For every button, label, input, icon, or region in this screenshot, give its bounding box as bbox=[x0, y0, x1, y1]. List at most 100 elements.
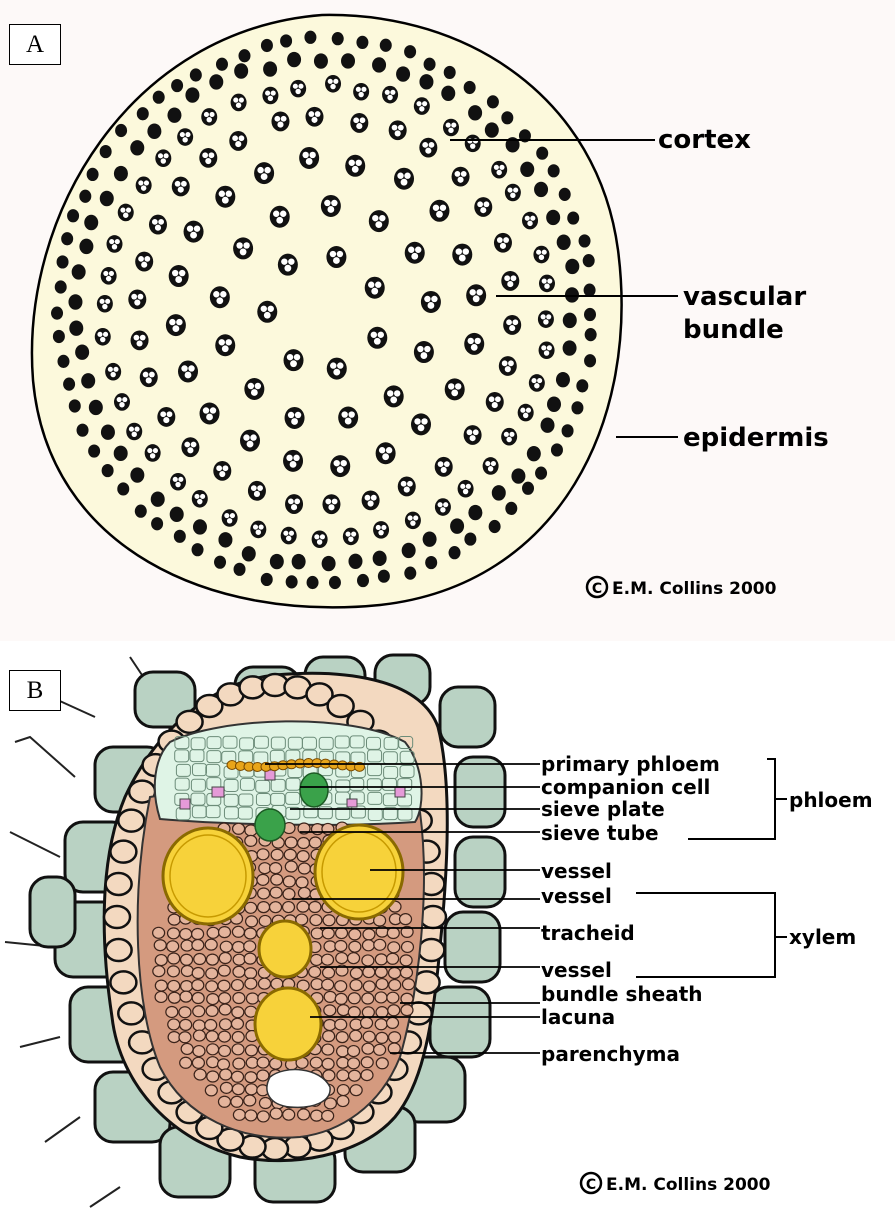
tracheid-cell bbox=[323, 1031, 335, 1042]
tracheid-cell bbox=[389, 1032, 401, 1043]
vascular-bundle-dot bbox=[218, 532, 232, 547]
tracheid-cell bbox=[166, 1006, 178, 1017]
tracheid-cell bbox=[155, 955, 167, 966]
vascular-bundle-dot bbox=[101, 267, 117, 285]
tracheid-cell bbox=[192, 993, 204, 1004]
tracheid-cell bbox=[387, 992, 399, 1003]
vascular-bundle-dot bbox=[435, 457, 453, 477]
vascular-bundle-dot bbox=[396, 66, 410, 81]
tracheid-cell bbox=[232, 1032, 244, 1043]
tracheid-cell bbox=[335, 1019, 347, 1030]
tracheid-cell bbox=[205, 1020, 217, 1031]
label-parenchyma: parenchyma bbox=[541, 1042, 680, 1066]
tracheid-cell bbox=[375, 954, 387, 965]
vascular-bundle-dot bbox=[571, 401, 583, 414]
vascular-bundle-dot bbox=[402, 543, 416, 558]
vascular-bundle-dot bbox=[155, 149, 171, 167]
vascular-bundle-dot bbox=[373, 521, 389, 539]
vascular-bundle-dot bbox=[222, 509, 238, 527]
tracheid-cell bbox=[322, 1058, 334, 1069]
tracheid-cell bbox=[374, 939, 386, 950]
tracheid-cell bbox=[270, 887, 282, 898]
vascular-bundle-dot bbox=[263, 61, 277, 76]
vascular-bundle-dot bbox=[492, 485, 506, 500]
vascular-bundle-dot bbox=[501, 271, 519, 291]
tracheid-cell bbox=[363, 981, 375, 992]
tracheid-cell bbox=[193, 1006, 205, 1017]
tracheid-cell bbox=[259, 863, 271, 874]
vascular-bundle-dot bbox=[327, 358, 347, 380]
vascular-bundle-dot bbox=[290, 80, 306, 98]
sheath-cell bbox=[106, 873, 132, 895]
tracheid-cell bbox=[298, 1109, 310, 1120]
tracheid-cell bbox=[233, 1058, 245, 1069]
tracheid-cell bbox=[348, 1058, 360, 1069]
tracheid-cell bbox=[337, 1085, 349, 1096]
tracheid-cell bbox=[259, 1098, 271, 1109]
label-lacuna: lacuna bbox=[541, 1005, 615, 1029]
tracheid-cell bbox=[297, 851, 309, 862]
vascular-bundle-dot bbox=[585, 328, 597, 341]
vascular-bundle-dot bbox=[322, 494, 340, 514]
vessel-bottom bbox=[255, 988, 321, 1060]
vascular-bundle-dot bbox=[216, 58, 228, 71]
copyright-text: E.M. Collins 2000 bbox=[606, 1175, 771, 1195]
tracheid-cell bbox=[192, 968, 204, 979]
label-bundle: bundle bbox=[683, 315, 784, 345]
vascular-bundle-dot bbox=[107, 235, 123, 253]
tracheid-cell bbox=[283, 902, 295, 913]
sheath-cell bbox=[110, 971, 136, 993]
vascular-bundle-dot bbox=[257, 301, 277, 323]
tracheid-cell bbox=[180, 991, 192, 1002]
tracheid-cell bbox=[219, 953, 231, 964]
tracheid-cell bbox=[388, 942, 400, 953]
vascular-bundle-dot bbox=[105, 363, 121, 381]
vascular-bundle-dot bbox=[362, 490, 380, 510]
vascular-bundle-dot bbox=[178, 360, 198, 382]
tracheid-cell bbox=[206, 954, 218, 965]
tracheid-cell bbox=[362, 955, 374, 966]
vascular-bundle-dot bbox=[576, 379, 588, 392]
tracheid-cell bbox=[194, 954, 206, 965]
panel-b: primary phloem companion cell sieve plat… bbox=[0, 647, 895, 1220]
vascular-bundle-dot bbox=[171, 79, 183, 92]
vascular-bundle-dot bbox=[248, 481, 266, 501]
tracheid-cell bbox=[335, 941, 347, 952]
tracheid-cell bbox=[206, 981, 218, 992]
tracheid-cell bbox=[257, 874, 269, 885]
tracheid-cell bbox=[283, 876, 295, 887]
vascular-bundle-dot bbox=[284, 349, 304, 371]
vascular-bundle-dot bbox=[51, 307, 63, 320]
vascular-bundle-dot bbox=[285, 407, 305, 429]
vascular-bundle-dot bbox=[292, 554, 306, 569]
tracheid-cell bbox=[220, 941, 232, 952]
vascular-bundle-dot bbox=[441, 86, 455, 101]
tracheid-cell bbox=[231, 1018, 243, 1029]
vascular-bundle-dot bbox=[527, 446, 541, 461]
vascular-bundle-dot bbox=[382, 86, 398, 104]
tracheid-cell bbox=[245, 968, 257, 979]
tracheid-cell bbox=[246, 916, 258, 927]
tracheid-cell bbox=[168, 914, 180, 925]
tracheid-cell bbox=[374, 1044, 386, 1055]
vascular-bundle-dot bbox=[118, 204, 134, 222]
tracheid-cell bbox=[207, 1057, 219, 1068]
vascular-bundle-dot bbox=[551, 443, 563, 456]
tracheid-cell bbox=[323, 915, 335, 926]
tracheid-cell bbox=[271, 849, 283, 860]
vascular-bundle-dot bbox=[153, 91, 165, 104]
vascular-bundle-dot bbox=[79, 239, 93, 254]
vascular-bundle-dot bbox=[389, 120, 407, 140]
label-primary-phloem: primary phloem bbox=[541, 752, 720, 776]
tracheid-cell bbox=[192, 929, 204, 940]
vascular-bundle-dot bbox=[464, 81, 476, 94]
vascular-bundle-dot bbox=[209, 74, 223, 89]
tracheid-cell bbox=[180, 1057, 192, 1068]
vascular-bundle-dot bbox=[287, 52, 301, 67]
tracheid-cell bbox=[297, 901, 309, 912]
tracheid-cell bbox=[245, 1072, 257, 1083]
vascular-bundle-dot bbox=[270, 206, 290, 228]
tracheid-cell bbox=[337, 1057, 349, 1068]
stem-cross-section bbox=[32, 15, 622, 607]
vascular-bundle-dot bbox=[369, 210, 389, 232]
